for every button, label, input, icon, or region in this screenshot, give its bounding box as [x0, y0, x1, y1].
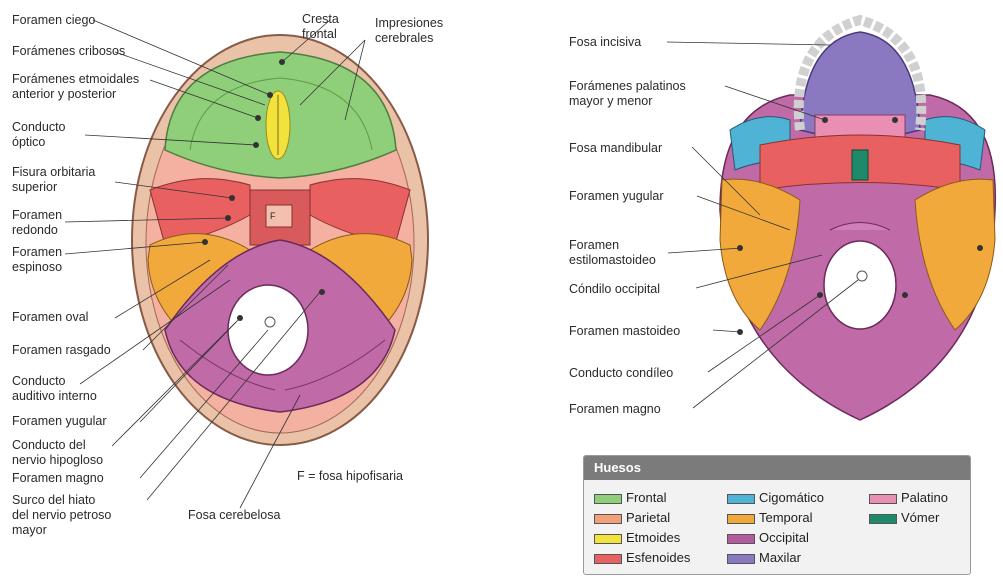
- label-foramen-redondo: Foramen redondo: [12, 208, 62, 238]
- label-foramenes-palatinos: Forámenes palatinos mayor y menor: [569, 79, 686, 109]
- label-conducto-auditivo: Conducto auditivo interno: [12, 374, 97, 404]
- label-foramen-magno-left: Foramen magno: [12, 471, 104, 486]
- legend-label: Palatino: [901, 490, 948, 506]
- label-conducto-condileo: Conducto condíleo: [569, 366, 673, 381]
- bones-legend: Huesos Frontal Parietal Etmoides Esfenoi…: [583, 455, 971, 575]
- label-foramen-magno-right: Foramen magno: [569, 402, 661, 417]
- label-fosa-mandibular: Fosa mandibular: [569, 141, 662, 156]
- label-fosa-incisiva: Fosa incisiva: [569, 35, 641, 50]
- label-surco-hiato: Surco del hiato del nervio petroso mayor: [12, 493, 111, 538]
- label-conducto-optico: Conducto óptico: [12, 120, 66, 150]
- legend-swatch: [727, 554, 755, 564]
- legend-swatch: [594, 514, 622, 524]
- label-foramen-yugular-right: Foramen yugular: [569, 189, 664, 204]
- legend-swatch: [727, 494, 755, 504]
- label-foramen-ciego: Foramen ciego: [12, 13, 95, 28]
- legend-label: Temporal: [759, 510, 812, 526]
- legend-swatch: [594, 554, 622, 564]
- label-foramenes-cribosos: Forámenes cribosos: [12, 44, 125, 59]
- label-condilo-occipital: Cóndilo occipital: [569, 282, 660, 297]
- label-f-fosa-hipofisaria: F = fosa hipofisaria: [297, 469, 403, 484]
- label-conducto-hipogloso: Conducto del nervio hipogloso: [12, 438, 103, 468]
- label-cresta-frontal: Cresta frontal: [302, 12, 339, 42]
- legend-swatch: [594, 494, 622, 504]
- legend-label: Parietal: [626, 510, 670, 526]
- label-foramen-yugular-left: Foramen yugular: [12, 414, 107, 429]
- legend-label: Occipital: [759, 530, 809, 546]
- legend-label: Esfenoides: [626, 550, 690, 566]
- legend-swatch: [727, 534, 755, 544]
- legend-label: Maxilar: [759, 550, 801, 566]
- label-foramen-estilomastoideo: Foramen estilomastoideo: [569, 238, 656, 268]
- legend-swatch: [727, 514, 755, 524]
- legend-label: Frontal: [626, 490, 666, 506]
- legend-title: Huesos: [584, 456, 970, 480]
- label-foramen-mastoideo: Foramen mastoideo: [569, 324, 680, 339]
- label-impresiones-cerebrales: Impresiones cerebrales: [375, 16, 443, 46]
- legend-label: Vómer: [901, 510, 939, 526]
- legend-label: Etmoides: [626, 530, 680, 546]
- label-fisura-orbitaria: Fisura orbitaria superior: [12, 165, 95, 195]
- legend-swatch: [869, 514, 897, 524]
- label-foramen-espinoso: Foramen espinoso: [12, 245, 62, 275]
- legend-swatch: [594, 534, 622, 544]
- label-foramen-oval: Foramen oval: [12, 310, 88, 325]
- label-foramenes-etmoidales: Forámenes etmoidales anterior y posterio…: [12, 72, 139, 102]
- legend-swatch: [869, 494, 897, 504]
- legend-label: Cigomático: [759, 490, 824, 506]
- label-foramen-rasgado: Foramen rasgado: [12, 343, 111, 358]
- label-fosa-cerebelosa: Fosa cerebelosa: [188, 508, 280, 523]
